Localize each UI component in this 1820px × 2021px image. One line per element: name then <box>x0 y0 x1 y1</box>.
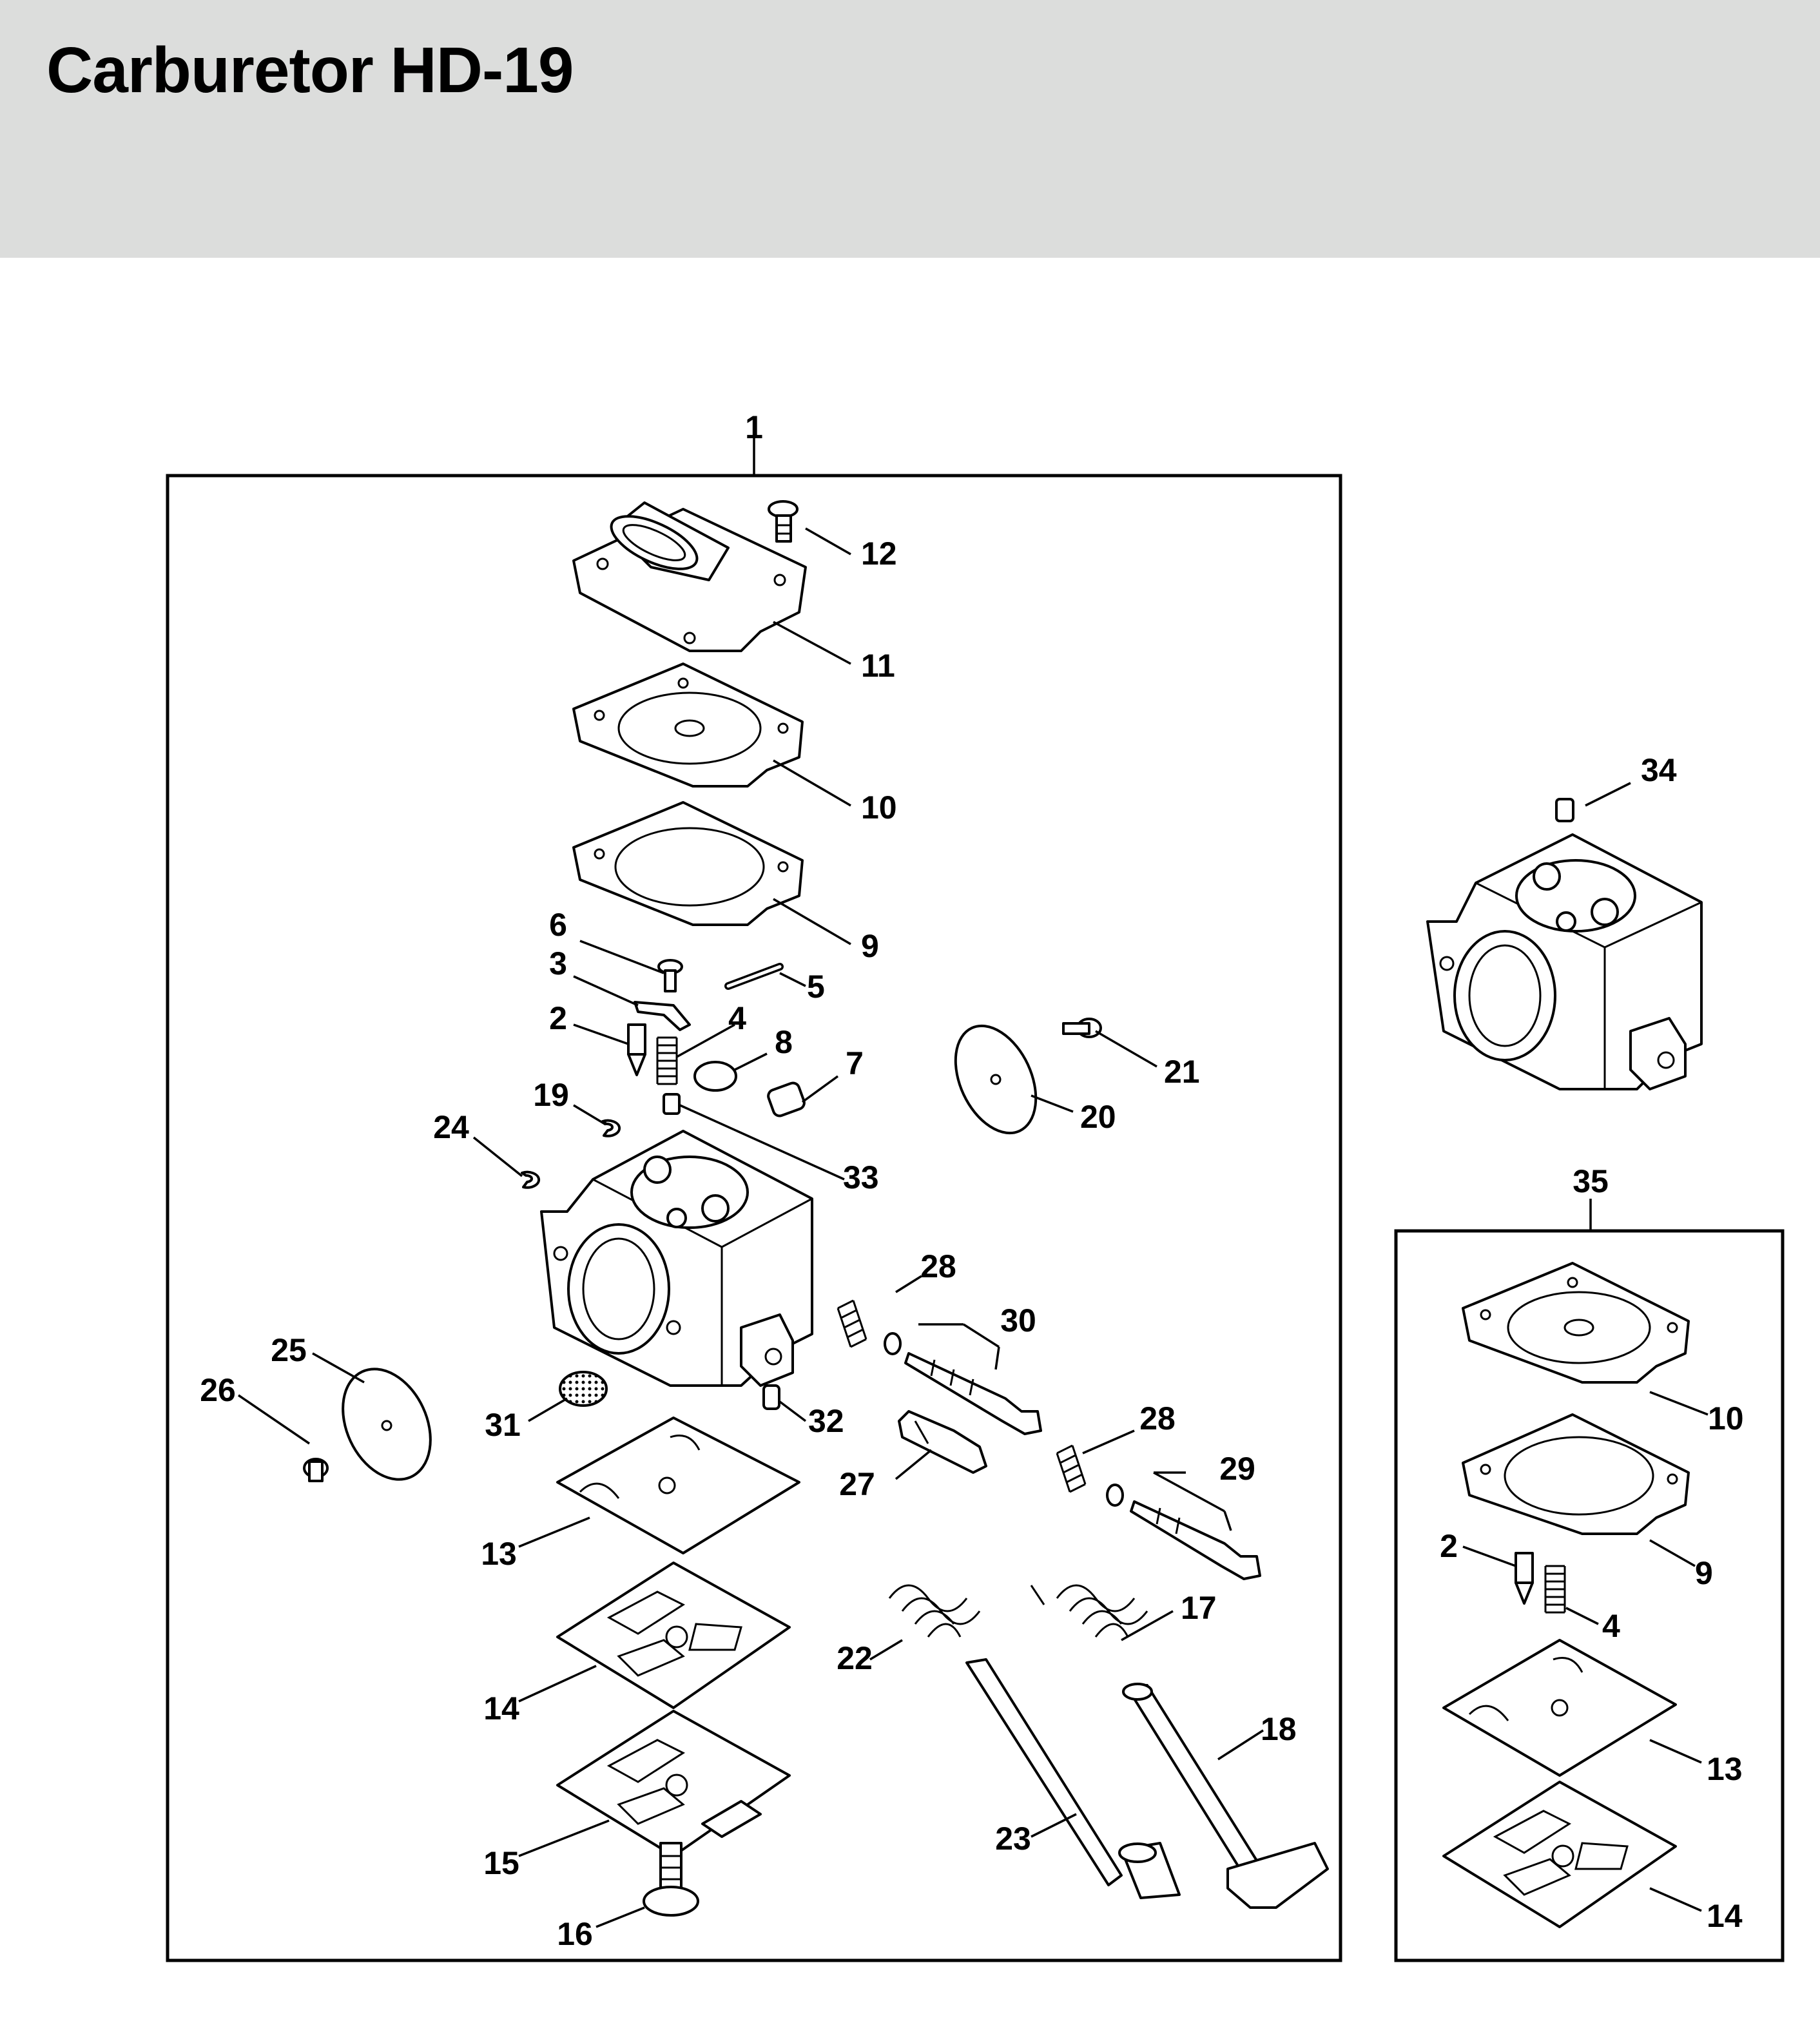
part-screw-16 <box>643 1842 699 1917</box>
callout-10[interactable]: 10 <box>861 789 897 826</box>
callout-27[interactable]: 27 <box>839 1466 875 1502</box>
part-idle-needle <box>898 1410 987 1474</box>
callout-11[interactable]: 11 <box>861 648 895 684</box>
callout-13[interactable]: 13 <box>481 1536 517 1572</box>
part-screen-plug <box>663 1093 681 1115</box>
callout-29[interactable]: 29 <box>1219 1451 1255 1487</box>
callout-5[interactable]: 5 <box>807 969 825 1005</box>
part-circlip-24 <box>521 1170 541 1189</box>
callout-2[interactable]: 2 <box>549 1000 567 1036</box>
part-screw-26 <box>303 1458 329 1482</box>
callout-19[interactable]: 19 <box>533 1077 569 1113</box>
part-circlip-19 <box>601 1119 621 1137</box>
callout-30[interactable]: 30 <box>1000 1302 1036 1339</box>
kit-frame <box>1394 1229 1785 1962</box>
callout-17[interactable]: 17 <box>1181 1590 1217 1626</box>
main-leader-lines <box>238 527 1264 1928</box>
part-gasket-14 <box>556 1562 791 1709</box>
kit-label[interactable]: 35 <box>1573 1163 1609 1199</box>
callout-32[interactable]: 32 <box>808 1403 844 1439</box>
kit-callout-2[interactable]: 2 <box>1440 1528 1458 1564</box>
part-pump-diaphragm <box>572 662 804 788</box>
part-cover-disc-20 <box>954 1024 1038 1135</box>
callout-6[interactable]: 6 <box>549 907 567 943</box>
kit-part-metering-diaphragm <box>1442 1639 1677 1777</box>
callout-24[interactable]: 24 <box>433 1109 469 1145</box>
part-spring-28a <box>837 1299 867 1348</box>
callout-22[interactable]: 22 <box>837 1640 873 1676</box>
header-bar <box>0 0 1820 258</box>
part-spring-4 <box>656 1036 678 1085</box>
part-screw-6 <box>657 959 683 992</box>
callout-33[interactable]: 33 <box>843 1159 879 1195</box>
kit-part-gasket-9 <box>1462 1413 1690 1535</box>
callout-18[interactable]: 18 <box>1261 1711 1297 1747</box>
kit-leader-lines <box>1462 1391 1709 1912</box>
body-leader <box>1585 782 1631 807</box>
callout-28b[interactable]: 28 <box>1139 1400 1176 1436</box>
callout-15[interactable]: 15 <box>483 1845 519 1881</box>
callout-9[interactable]: 9 <box>861 928 879 964</box>
part-carburetor-body-34 <box>1426 833 1703 1090</box>
kit-callout-9[interactable]: 9 <box>1695 1555 1713 1591</box>
part-screen-plug-34 <box>1555 798 1574 822</box>
part-metering-diaphragm <box>556 1417 800 1554</box>
callout-14[interactable]: 14 <box>483 1690 519 1726</box>
callout-34[interactable]: 34 <box>1641 752 1677 788</box>
part-strainer <box>559 1371 608 1407</box>
page-title: Carburetor HD-19 <box>46 34 574 106</box>
kit-callout-14[interactable]: 14 <box>1707 1898 1743 1934</box>
callout-28a[interactable]: 28 <box>920 1248 956 1284</box>
part-metering-cover <box>342 1368 432 1481</box>
kit-callout-13[interactable]: 13 <box>1707 1751 1743 1787</box>
part-carburetor-body <box>540 1130 813 1387</box>
part-screw-21 <box>1062 1018 1102 1038</box>
part-adjust-screw-30 <box>904 1352 1042 1435</box>
callout-25[interactable]: 25 <box>271 1332 307 1368</box>
part-cap <box>767 1081 806 1117</box>
part-sleeve <box>762 1384 780 1410</box>
part-spring-22 <box>888 1584 981 1638</box>
part-metering-plate <box>556 1710 791 1857</box>
callout-20[interactable]: 20 <box>1080 1099 1116 1135</box>
main-assembly-label[interactable]: 1 <box>745 409 763 445</box>
kit-part-spring-4 <box>1544 1565 1566 1614</box>
callout-12[interactable]: 12 <box>861 536 897 572</box>
part-pump-cover <box>572 501 807 652</box>
part-lever <box>634 1001 691 1031</box>
callout-31[interactable]: 31 <box>485 1407 521 1443</box>
callout-26[interactable]: 26 <box>200 1372 236 1408</box>
kit-callout-10[interactable]: 10 <box>1708 1400 1744 1436</box>
part-throttle-shaft <box>1122 1683 1329 1909</box>
kit-part-pump-diaphragm <box>1462 1262 1690 1384</box>
part-inlet-needle <box>627 1023 646 1076</box>
part-plug <box>693 1061 737 1092</box>
callout-8[interactable]: 8 <box>775 1024 793 1060</box>
kit-part-inlet-needle <box>1515 1552 1534 1605</box>
callout-4[interactable]: 4 <box>728 1000 746 1036</box>
part-oring-30 <box>884 1332 902 1355</box>
part-screw-12 <box>768 500 799 543</box>
kit-callout-4[interactable]: 4 <box>1602 1608 1620 1644</box>
callout-7[interactable]: 7 <box>846 1045 864 1081</box>
part-choke-shaft <box>965 1658 1181 1899</box>
part-gasket-9 <box>572 801 804 926</box>
part-spring-28b <box>1056 1444 1087 1493</box>
part-adjust-screw-29 <box>1130 1500 1261 1580</box>
callout-21[interactable]: 21 <box>1164 1054 1200 1090</box>
callout-3[interactable]: 3 <box>549 945 567 981</box>
callout-23[interactable]: 23 <box>995 1821 1031 1857</box>
callout-16[interactable]: 16 <box>557 1916 593 1952</box>
part-oring-29 <box>1106 1484 1124 1507</box>
part-spring-17 <box>1030 1584 1148 1638</box>
kit-part-gasket-14 <box>1442 1781 1677 1928</box>
